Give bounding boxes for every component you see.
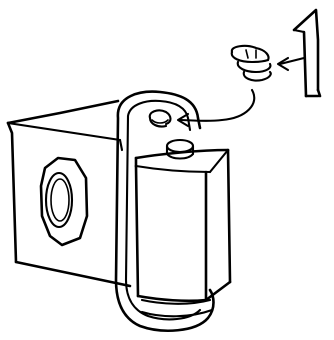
camera-lens [41, 158, 87, 245]
screw-clip [232, 46, 271, 81]
camera-side-block [136, 150, 230, 301]
arrow [278, 58, 304, 70]
tripod-mount-knob [167, 140, 193, 159]
screw-clip-installed [150, 110, 171, 126]
arrow [178, 90, 254, 126]
camera-strap [116, 92, 214, 331]
